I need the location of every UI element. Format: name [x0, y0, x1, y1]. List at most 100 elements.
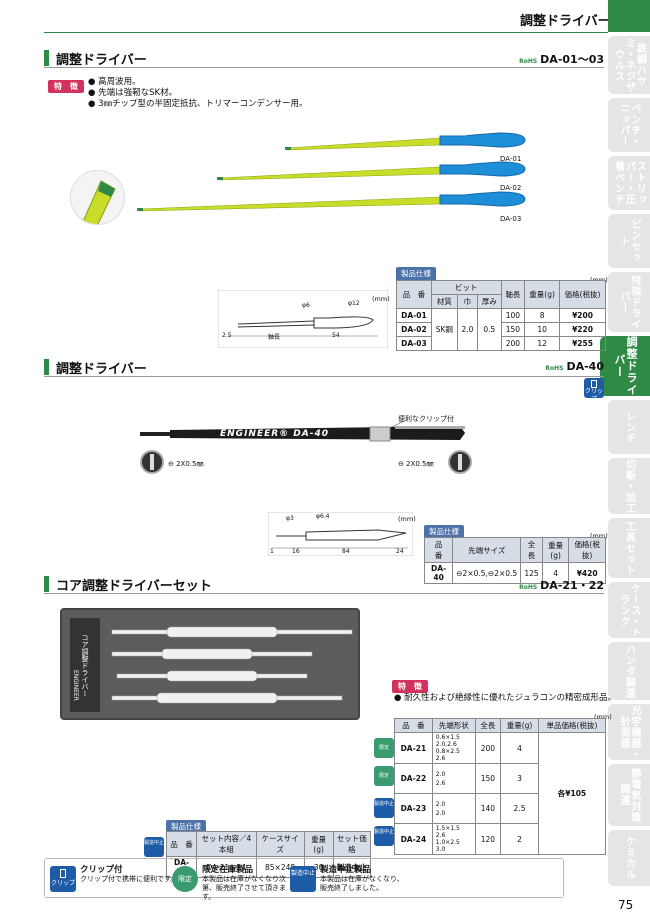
legend-limited-icon: 限定 [172, 866, 198, 892]
unit-drawing1: (mm) [372, 295, 390, 303]
tool-da-03 [137, 191, 526, 212]
sidebar-tab-10[interactable]: ハンダ関連 [608, 642, 650, 700]
clip-note: 便利なクリップ付 [398, 415, 454, 423]
tool-da-01 [285, 132, 526, 151]
dim-b: 16 [292, 548, 300, 555]
screwdrivers-illustration [137, 132, 526, 212]
sidebar-tab-0[interactable]: 鉄鋼ハサミ・ネジザウルス [608, 36, 650, 94]
sidebar-tab-2[interactable]: ストリッパー・圧着ペンチ [608, 156, 650, 210]
section1-spec-tag: 製品仕様 [396, 267, 436, 280]
th-width: 巾 [456, 294, 479, 309]
da-40-illustration [140, 420, 465, 442]
sidebar-tab-4[interactable]: 特殊ドライバー [608, 272, 650, 332]
sidebar-tab-8[interactable]: 工具セット [608, 518, 650, 578]
dim-c: 84 [342, 548, 350, 555]
tip-right-slot-icon [458, 454, 462, 470]
sidebar-tab-6[interactable]: レンチ [608, 400, 650, 454]
limited-badge-da-21: 限定 [374, 738, 394, 758]
tip-closeup [70, 170, 125, 225]
set-drivers-illustration [111, 626, 353, 704]
tip-left-slot-icon [150, 454, 154, 470]
section3-features: ● 耐久性および絶縁性に優れたジュラコンの精密成形品。 [394, 693, 616, 704]
legend-frame [44, 858, 564, 898]
dim-phi6-4: φ6.4 [316, 513, 330, 520]
sidebar-tab-13[interactable]: ケミカル [608, 830, 650, 886]
label-da-02: DA-02 [500, 184, 522, 192]
feature-item: ● 高周波用。 [88, 77, 141, 87]
section3-feature-tag: 特 徴 [392, 680, 428, 693]
legend-clip: クリップ付クリップ付で携帯に便利です。 [80, 865, 178, 884]
legend-clip-icon: クリップ [50, 866, 76, 892]
th-length: 軸長 [500, 280, 526, 309]
feature-item: ● 3㎜チップ型の半固定抵抗、トリマーコンデンサー用。 [88, 99, 308, 109]
rohs-icon: RoHS [519, 584, 538, 591]
unit-drawing2: (mm) [398, 515, 416, 523]
section1-feature-tag: 特 徴 [48, 80, 84, 93]
dimension-drawing-da-40 [268, 512, 413, 556]
th-material: 材質 [430, 294, 458, 309]
section3-set-spec-tag: 製品仕様 [166, 820, 206, 833]
sidebar-tab-1[interactable]: ペンチ・ニッパー [608, 98, 650, 152]
section-bar [44, 576, 49, 592]
tip-left-size: ⊖ 2X0.5㎜ [168, 460, 204, 468]
th-code: 品 番 [396, 280, 432, 309]
unit-table3: (mm) [594, 713, 612, 721]
page-number: 75 [618, 898, 634, 912]
package-brand: ENGINEER [72, 670, 79, 701]
clip-icon: クリップ [584, 378, 604, 403]
header-rule [44, 32, 608, 33]
legend-limited: 限定在庫製品本製品は在庫がなくなり次第、販売終了させて頂きます。 [202, 865, 286, 902]
set-package: コア調整ドライバー ENGINEER [60, 608, 360, 720]
dim-a: 1 [270, 548, 274, 555]
section2-spec-table: 品 番先端サイズ全長重量(g)価格(税抜) DA-40⊖2×0.5,⊖2×0.5… [423, 537, 606, 584]
discontinued-badge-da-20: 製造中止 [144, 837, 164, 857]
section2-title: 調整ドライバー [56, 362, 147, 377]
sidebar-tab-5[interactable]: 調整ドライバー [600, 336, 650, 396]
feature-item: ● 耐久性および絶縁性に優れたジュラコンの精密成形品。 [394, 693, 617, 703]
dim-phi3: φ3 [286, 515, 294, 522]
discontinued-badge-da-24: 製造中止 [374, 826, 394, 846]
dim-l2: 54 [332, 332, 340, 339]
rohs-icon: RoHS [545, 365, 564, 372]
discontinued-badge-da-23: 製造中止 [374, 798, 394, 818]
dim-l1: 2.5 [222, 332, 232, 339]
th-thickness: 厚み [477, 294, 502, 309]
legend-discontinued: 製造中止製品本製品は在庫がなくなり、販売終了しました。 [320, 865, 404, 893]
section-bar [44, 359, 49, 375]
section-bar [44, 50, 49, 66]
dimension-drawing-da-01 [218, 290, 388, 348]
sidebar-tab-3[interactable]: ピンセット [608, 214, 650, 268]
feature-item: ● 先端は強靭なSK材。 [88, 88, 178, 98]
label-da-03: DA-03 [500, 215, 522, 223]
sidebar-tab-9[interactable]: ケース・トランク [608, 582, 650, 638]
sidebar-tab-12[interactable]: 静電気対策関連 [608, 764, 650, 826]
section2-spec-tag: 製品仕様 [424, 525, 464, 538]
section1-title: 調整ドライバー [56, 53, 147, 68]
tip-right-size: ⊖ 2X0.5㎜ [398, 460, 434, 468]
sidebar-tab-11[interactable]: 光学機器・計測器 [608, 704, 650, 760]
corner-bar [608, 0, 650, 32]
da-40-brand: ENGINEER® DA-40 [220, 429, 330, 439]
section1-features: ● 高周波用。 ● 先端は強靭なSK材。 ● 3㎜チップ型の半固定抵抗、トリマー… [88, 77, 308, 110]
sidebar-tab-7[interactable]: 切断・加工 [608, 458, 650, 514]
label-da-01: DA-01 [500, 155, 522, 163]
section3-title: コア調整ドライバーセット [56, 579, 212, 594]
package-label: コア調整ドライバー [70, 618, 100, 712]
th-weight: 重量(g) [524, 280, 561, 309]
tool-da-02 [217, 161, 526, 181]
th-bit: ビット [430, 280, 502, 295]
dim-d: 24 [396, 548, 404, 555]
